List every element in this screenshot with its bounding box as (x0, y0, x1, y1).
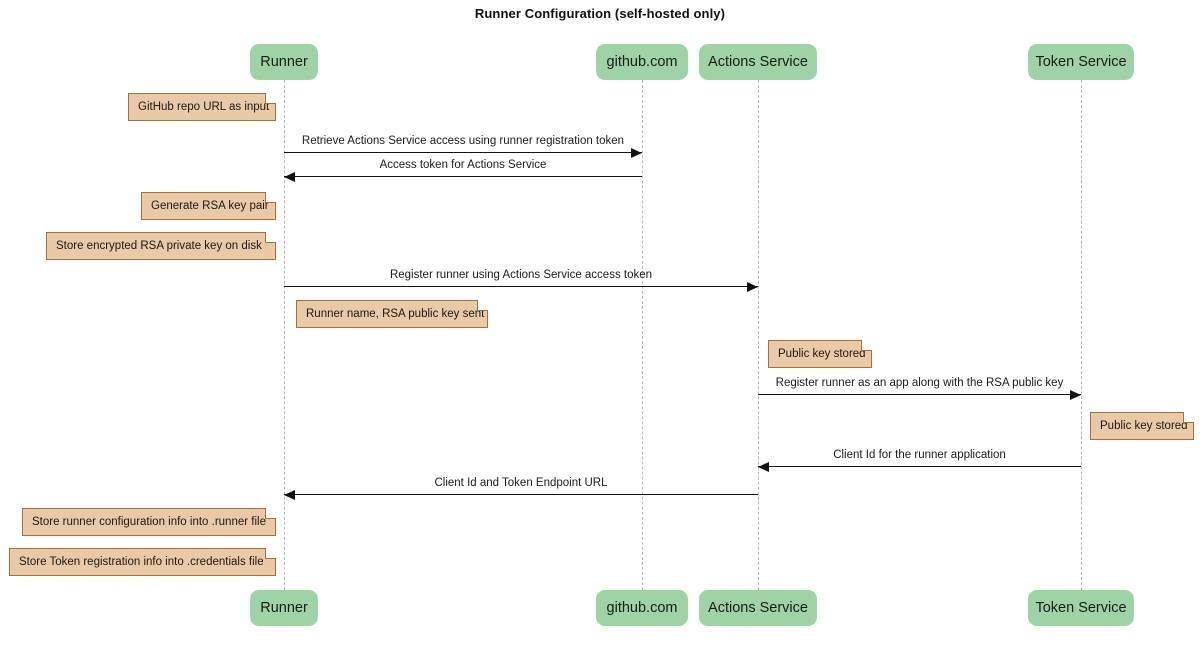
lifeline-runner (284, 80, 285, 590)
participant-label: Token Service (1035, 600, 1127, 616)
lifeline-token (1081, 80, 1082, 590)
msg-client-id-endpoint-line (284, 494, 758, 495)
msg-register-app-arrowhead (1070, 390, 1081, 400)
participant-label: github.com (606, 600, 678, 616)
note-store-runner: Store runner configuration info into .ru… (22, 508, 276, 536)
page-title: Runner Configuration (self-hosted only) (474, 6, 726, 21)
note-text: Generate RSA key pair (151, 200, 269, 212)
participant-label: Token Service (1035, 54, 1127, 70)
msg-register-runner-label: Register runner using Actions Service ac… (389, 269, 653, 281)
msg-access-token-line (284, 176, 642, 177)
note-pubkey-actions: Public key stored (768, 340, 872, 368)
msg-client-id-line (758, 466, 1081, 467)
msg-register-runner-line (284, 286, 758, 287)
note-runner-name: Runner name, RSA public key sent (296, 300, 488, 328)
note-text: Runner name, RSA public key sent (306, 308, 485, 320)
msg-retrieve-access-label: Retrieve Actions Service access using ru… (301, 135, 625, 147)
participant-label: Actions Service (708, 54, 808, 70)
participant-label: Runner (260, 54, 308, 70)
lifeline-github (642, 80, 643, 590)
msg-register-runner-arrowhead (747, 282, 758, 292)
participant-runner-top[interactable]: Runner (250, 44, 318, 80)
participant-runner-bottom[interactable]: Runner (250, 590, 318, 626)
participant-label: github.com (606, 54, 678, 70)
note-text: Public key stored (1100, 420, 1188, 432)
note-generate-rsa: Generate RSA key pair (141, 192, 276, 220)
participant-label: Actions Service (708, 600, 808, 616)
note-repo-url: GitHub repo URL as input (128, 93, 276, 121)
participant-github-top[interactable]: github.com (596, 44, 688, 80)
participant-github-bottom[interactable]: github.com (596, 590, 688, 626)
note-text: GitHub repo URL as input (138, 101, 270, 113)
participant-actions-top[interactable]: Actions Service (699, 44, 817, 80)
msg-client-id-arrowhead (758, 462, 769, 472)
msg-retrieve-access-arrowhead (631, 148, 642, 158)
msg-retrieve-access-line (284, 152, 642, 153)
participant-actions-bottom[interactable]: Actions Service (699, 590, 817, 626)
msg-access-token-arrowhead (284, 172, 295, 182)
msg-register-app-label: Register runner as an app along with the… (775, 377, 1064, 389)
note-text: Store encrypted RSA private key on disk (56, 240, 262, 252)
note-pubkey-token: Public key stored (1090, 412, 1194, 440)
participant-token-top[interactable]: Token Service (1028, 44, 1134, 80)
msg-client-id-label: Client Id for the runner application (833, 449, 1006, 461)
participant-label: Runner (260, 600, 308, 616)
participant-token-bottom[interactable]: Token Service (1028, 590, 1134, 626)
msg-register-app-line (758, 394, 1081, 395)
note-store-creds: Store Token registration info into .cred… (9, 548, 276, 576)
lifeline-actions (758, 80, 759, 590)
note-text: Store runner configuration info into .ru… (32, 516, 266, 528)
note-store-private: Store encrypted RSA private key on disk (46, 232, 276, 260)
note-text: Store Token registration info into .cred… (19, 556, 264, 568)
msg-client-id-endpoint-label: Client Id and Token Endpoint URL (434, 477, 608, 489)
msg-client-id-endpoint-arrowhead (284, 490, 295, 500)
note-text: Public key stored (778, 348, 866, 360)
msg-access-token-label: Access token for Actions Service (379, 159, 547, 171)
